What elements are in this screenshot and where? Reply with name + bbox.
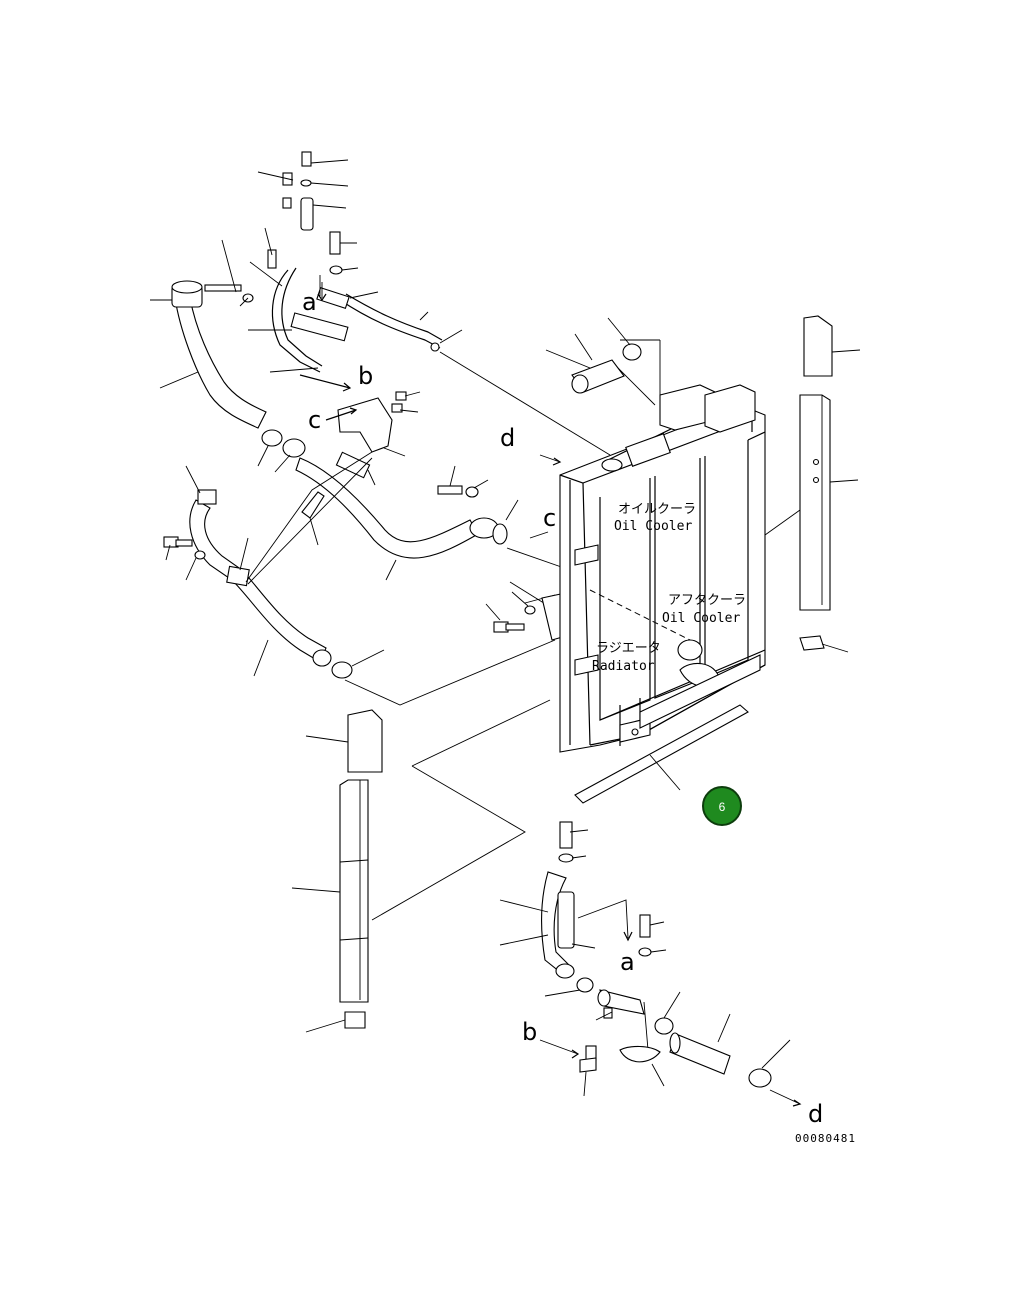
ref-letter-b-top: b	[358, 362, 373, 390]
ref-letter-d-top: d	[500, 424, 515, 452]
label-aftercooler-en: Oil Cooler	[662, 611, 740, 626]
label-radiator-en: Radiator	[592, 659, 655, 674]
ref-letter-c-left: c	[308, 406, 321, 434]
ref-letter-b-bottom: b	[522, 1018, 537, 1046]
top-right-hose	[545, 317, 660, 394]
ref-letter-a-top: a	[302, 288, 317, 316]
callout-circle[interactable]	[702, 786, 742, 826]
ref-letter-c-right: c	[543, 504, 556, 532]
ref-letter-d-bottom: d	[808, 1100, 823, 1128]
label-oil-cooler-en: Oil Cooler	[614, 519, 692, 534]
bracket-group: b c	[299, 362, 421, 486]
drawing-code: 00080481	[795, 1132, 856, 1145]
label-aftercooler-jp: アフタクーラ	[668, 593, 746, 608]
radiator-assembly: d c	[500, 340, 766, 753]
label-radiator-jp: ラジエータ	[596, 641, 661, 656]
bottom-hose-group: a b d	[499, 821, 823, 1128]
lower-left-hose	[163, 451, 385, 679]
radiator-text-labels: オイルクーラ Oil Cooler アフタクーラ Oil Cooler ラジエー…	[592, 502, 746, 674]
right-seal-strips	[764, 315, 861, 653]
upper-left-hose	[150, 280, 306, 473]
callout-badge[interactable]: 6	[702, 786, 742, 826]
connector-lines	[344, 351, 611, 921]
middle-long-tube	[295, 457, 519, 581]
bottom-seal-bar	[574, 704, 749, 804]
ref-letter-a-bottom: a	[620, 948, 635, 976]
top-fitting-stack	[257, 151, 359, 275]
callout-number[interactable]: 6	[719, 800, 726, 814]
upper-tube-assembly: a	[204, 227, 463, 373]
label-oil-cooler-jp: オイルクーラ	[618, 502, 696, 517]
left-seal-column	[291, 709, 383, 1033]
